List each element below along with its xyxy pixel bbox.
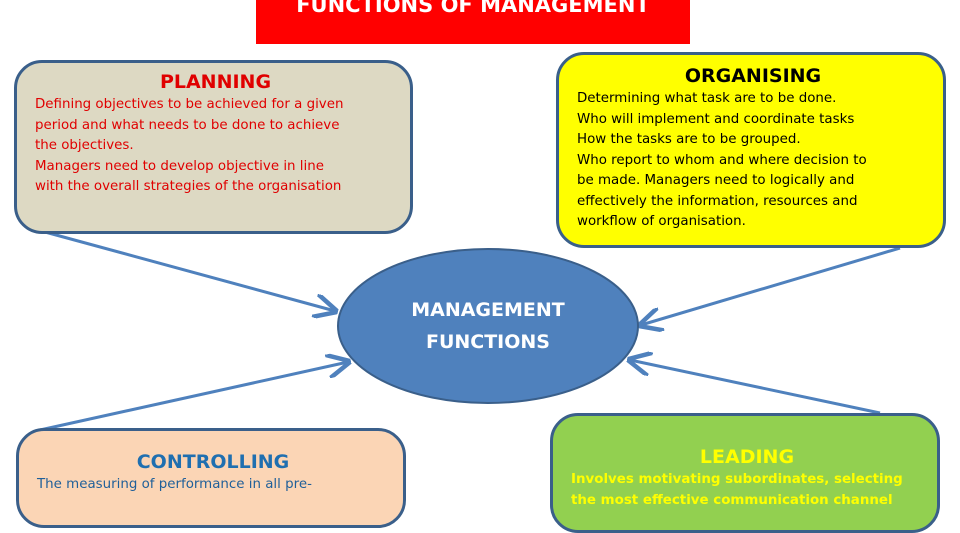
center-line1: MANAGEMENT [411, 299, 565, 321]
organising-text: Determining what task are to be done. Wh… [577, 91, 867, 229]
arrow-controlling [39, 362, 348, 432]
title-banner: FUNCTIONS OF MANAGEMENT [256, 0, 690, 44]
center-ellipse [337, 248, 639, 404]
arrow-organising [641, 246, 901, 325]
controlling-heading: CONTROLLING [136, 451, 290, 473]
arrow-planning [44, 230, 335, 311]
organising-box: ORGANISING Determining what task are to b… [556, 52, 946, 248]
planning-heading: PLANNING [159, 71, 272, 93]
controlling-text: The measuring of performance in all pre- [37, 477, 312, 492]
planning-box: PLANNING Defining objectives to be achiev… [14, 60, 413, 234]
connectors [39, 230, 901, 432]
controlling-box: CONTROLLING The measuring of performance … [16, 428, 406, 528]
leading-text: Involves motivating subordinates, select… [571, 472, 903, 508]
planning-text: Defining objectives to be achieved for a… [35, 97, 344, 194]
organising-heading: ORGANISING [684, 65, 822, 87]
arrow-leading [630, 360, 881, 415]
center-label: MANAGEMENT FUNCTIONS [337, 248, 639, 404]
diagram-title: FUNCTIONS OF MANAGEMENT [296, 0, 650, 17]
leading-box: LEADING Involves motivating subordinates,… [550, 413, 940, 533]
leading-heading: LEADING [699, 446, 795, 468]
center-line2: FUNCTIONS [425, 331, 550, 353]
